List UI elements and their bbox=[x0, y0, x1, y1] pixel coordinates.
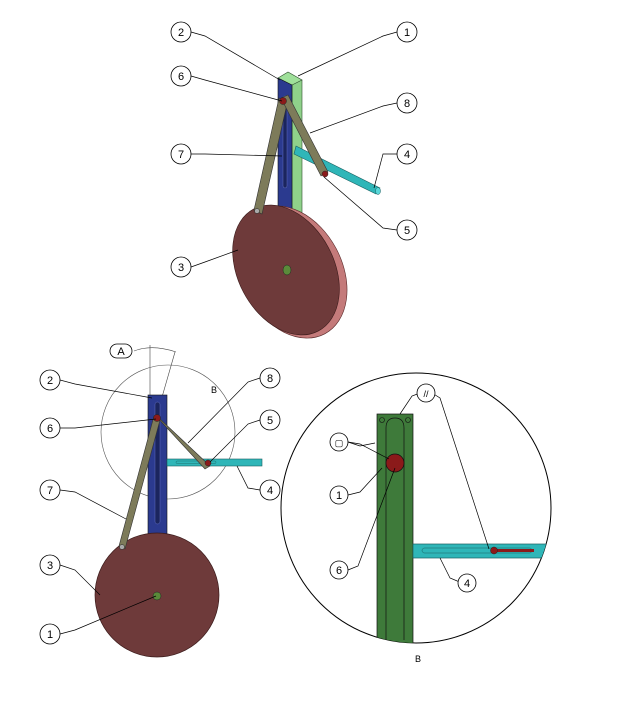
balloon-8: 8 bbox=[396, 92, 418, 114]
detail-circle bbox=[280, 372, 552, 644]
svg-text://: // bbox=[423, 389, 429, 399]
frame-side-face bbox=[291, 74, 303, 216]
front-balloon-8: 8 bbox=[259, 367, 281, 389]
svg-text:4: 4 bbox=[404, 149, 410, 161]
svg-text:6: 6 bbox=[336, 565, 342, 577]
balloon-6: 6 bbox=[170, 65, 192, 87]
front-balloon-2: 2 bbox=[39, 369, 61, 391]
svg-text:A: A bbox=[117, 346, 125, 358]
svg-text:6: 6 bbox=[178, 71, 184, 83]
isometric-view: 2 1 6 8 7 4 5 3 bbox=[170, 21, 418, 339]
detail-ref-b: B bbox=[211, 385, 217, 395]
front-pin-6 bbox=[153, 414, 161, 422]
front-balloon-5: 5 bbox=[259, 409, 281, 431]
front-disk-hub bbox=[152, 591, 162, 601]
svg-text:7: 7 bbox=[178, 149, 184, 161]
detail-balloon-square: ▢ bbox=[329, 432, 349, 452]
detail-pin-6 bbox=[385, 453, 405, 473]
front-pin-disk bbox=[119, 544, 125, 550]
front-balloon-1: 1 bbox=[39, 623, 61, 645]
front-slider-rod bbox=[166, 458, 263, 467]
balloon-1: 1 bbox=[396, 21, 418, 43]
balloon-3: 3 bbox=[170, 256, 192, 278]
balloon-4: 4 bbox=[396, 143, 418, 165]
svg-text:4: 4 bbox=[267, 485, 273, 497]
pin-disk bbox=[254, 208, 260, 214]
front-balloon-6: 6 bbox=[39, 417, 61, 439]
svg-text:3: 3 bbox=[178, 262, 184, 274]
detail-rod-pin bbox=[490, 546, 498, 555]
detail-balloon-1: 1 bbox=[329, 485, 349, 505]
svg-text:7: 7 bbox=[47, 485, 53, 497]
svg-text:1: 1 bbox=[47, 629, 53, 641]
detail-slot bbox=[385, 417, 405, 640]
front-view: A B 2 8 6 5 7 4 3 1 bbox=[39, 343, 281, 658]
detail-balloon-6: 6 bbox=[329, 560, 349, 580]
balloon-2: 2 bbox=[170, 21, 192, 43]
detail-view-b: ▢ // 1 6 4 B bbox=[280, 372, 552, 664]
svg-text:▢: ▢ bbox=[335, 438, 344, 448]
svg-text:2: 2 bbox=[178, 27, 184, 39]
svg-text:5: 5 bbox=[267, 415, 273, 427]
svg-text:8: 8 bbox=[404, 98, 410, 110]
svg-text:1: 1 bbox=[404, 27, 410, 39]
front-balloon-4: 4 bbox=[259, 479, 281, 501]
detail-balloon-4: 4 bbox=[457, 573, 477, 593]
svg-text:3: 3 bbox=[47, 560, 53, 572]
front-balloon-7: 7 bbox=[39, 479, 61, 501]
detail-title-b: B bbox=[415, 654, 421, 664]
svg-text:1: 1 bbox=[336, 490, 342, 502]
detail-rod bbox=[412, 543, 551, 559]
link-8 bbox=[280, 94, 329, 177]
detail-post bbox=[376, 413, 414, 643]
slider-rod bbox=[293, 145, 381, 195]
angle-label-a: A bbox=[109, 343, 133, 359]
front-balloon-3: 3 bbox=[39, 554, 61, 576]
svg-text:8: 8 bbox=[267, 373, 273, 385]
disk-hub bbox=[282, 264, 292, 276]
detail-balloon-parallel: // bbox=[416, 383, 436, 403]
pin-5 bbox=[321, 170, 329, 178]
slider-rod-end bbox=[375, 187, 381, 195]
pin-6 bbox=[279, 97, 287, 105]
svg-text:2: 2 bbox=[47, 375, 53, 387]
svg-text:4: 4 bbox=[464, 578, 470, 590]
svg-text:6: 6 bbox=[47, 423, 53, 435]
front-pin-5 bbox=[204, 459, 212, 467]
svg-text:5: 5 bbox=[404, 225, 410, 237]
detail-circle-b bbox=[100, 364, 236, 500]
balloon-7: 7 bbox=[170, 143, 192, 165]
balloon-5: 5 bbox=[396, 219, 418, 241]
